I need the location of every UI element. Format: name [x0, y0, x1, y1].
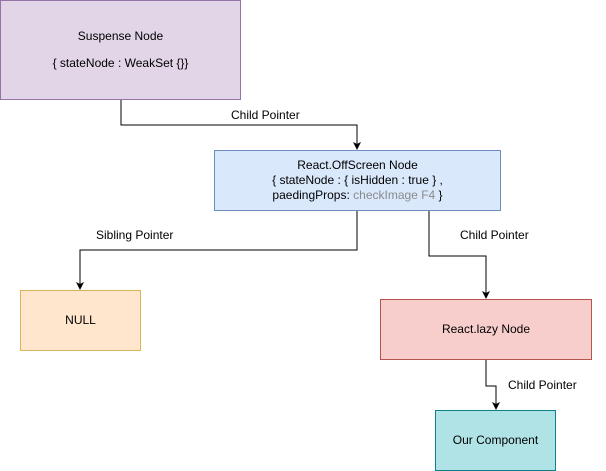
- edge-label-suspense-child: Child Pointer: [231, 108, 300, 122]
- offscreen-node-props: paedingProps: checkImage F4 }: [272, 188, 442, 203]
- edge-suspense-to-offscreen: [120, 100, 361, 150]
- edge-lazy-to-component: [485, 360, 500, 410]
- lazy-node-label: React.lazy Node: [441, 322, 531, 336]
- suspense-node[interactable]: Suspense Node { stateNode : WeakSet {}}: [0, 0, 241, 100]
- offscreen-node-state: { stateNode : { isHidden : true } ,: [272, 173, 443, 187]
- offscreen-node-title: React.OffScreen Node: [297, 158, 418, 172]
- null-node-label: NULL: [65, 313, 96, 327]
- edge-label-sibling: Sibling Pointer: [96, 228, 174, 242]
- offscreen-props-gray: checkImage F4: [353, 188, 436, 202]
- null-node[interactable]: NULL: [20, 290, 141, 351]
- edge-offscreen-to-null: [76, 211, 358, 290]
- edge-label-offscreen-child: Child Pointer: [460, 228, 529, 242]
- edge-label-lazy-child: Child Pointer: [508, 378, 577, 392]
- our-component-node[interactable]: Our Component: [435, 410, 556, 471]
- offscreen-props-suffix: }: [438, 188, 443, 202]
- edge-offscreen-to-lazy: [428, 211, 490, 299]
- lazy-node[interactable]: React.lazy Node: [380, 299, 592, 360]
- suspense-node-title: Suspense Node: [77, 29, 164, 43]
- our-component-label: Our Component: [452, 433, 539, 447]
- suspense-node-detail: { stateNode : WeakSet {}}: [52, 56, 189, 70]
- offscreen-props-prefix: paedingProps:: [272, 188, 350, 202]
- offscreen-node[interactable]: React.OffScreen Node { stateNode : { isH…: [214, 150, 501, 211]
